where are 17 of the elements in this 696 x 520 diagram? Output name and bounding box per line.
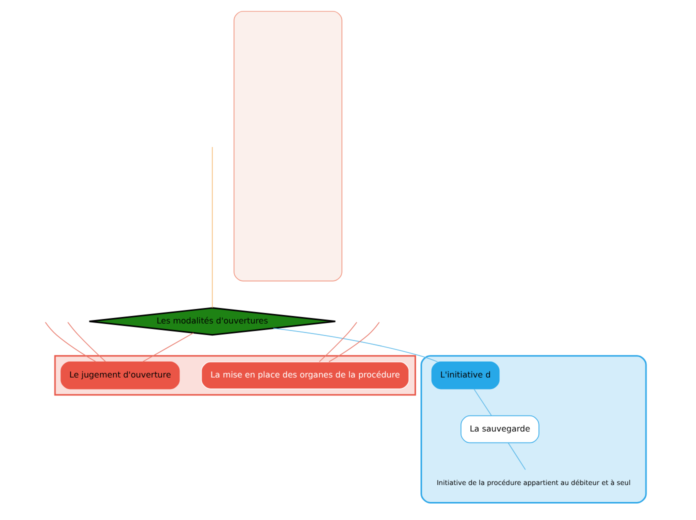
node-box: [233, 10, 342, 282]
node-box: L'initiative d: [430, 362, 500, 390]
connector: [507, 442, 526, 470]
connector: [211, 146, 212, 308]
cluster: [420, 355, 646, 504]
connector: [328, 322, 380, 362]
cluster: [54, 355, 416, 396]
connector: [318, 322, 357, 362]
node-box: Le jugement d'ouverture: [60, 362, 180, 390]
node-box: La mise en place des organes de la procédure: [200, 362, 409, 390]
node-diamond: Les modalités d'ouvertures: [88, 307, 336, 336]
connector: [473, 388, 492, 416]
connector: [66, 322, 106, 362]
connector: [272, 328, 438, 362]
connector: [44, 322, 96, 362]
node-box: La sauvegarde: [460, 415, 539, 444]
connector: [142, 332, 194, 362]
